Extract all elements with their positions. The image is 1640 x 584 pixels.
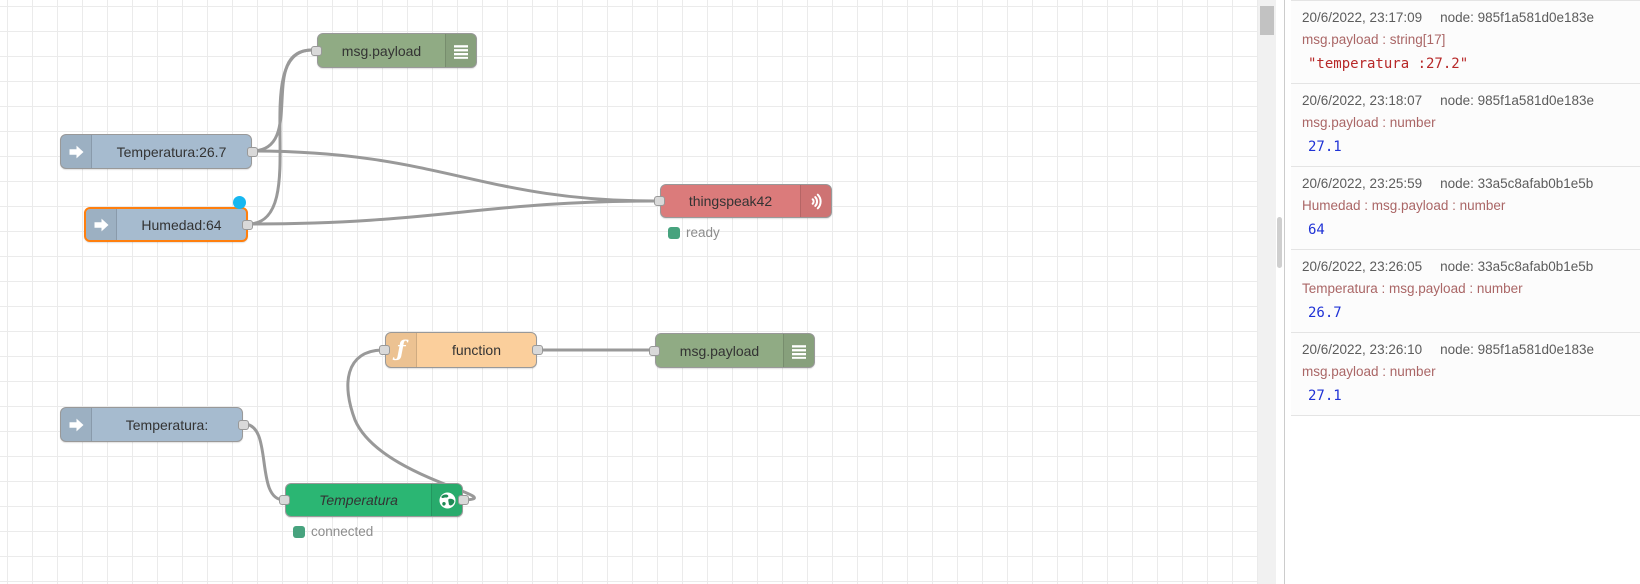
node-label: Temperatura:26.7: [116, 143, 227, 160]
canvas-vertical-scrollbar[interactable]: [1258, 0, 1276, 584]
node-label: function: [451, 342, 502, 358]
debug-list-icon: [783, 334, 814, 367]
debug-message[interactable]: 20/6/2022, 23:26:05 node: 33a5c8afab0b1e5…: [1291, 250, 1640, 333]
message-value[interactable]: 64: [1308, 222, 1325, 238]
inject-arrow-icon: [61, 135, 92, 168]
function-f-icon: ƒ: [386, 333, 417, 367]
message-value[interactable]: 26.7: [1308, 305, 1342, 321]
node-inject-temperatura[interactable]: Temperatura:26.7: [33, 134, 258, 169]
wire-inject-temp-to-thingspeak[interactable]: [250, 149, 657, 203]
message-property-path[interactable]: msg.payload : number: [1302, 364, 1436, 379]
input-port[interactable]: [279, 495, 290, 505]
message-node-id: node: 985f1a581d0e183e: [1440, 10, 1595, 25]
debug-message[interactable]: 20/6/2022, 23:25:59 node: 33a5c8afab0b1e5…: [1291, 167, 1640, 250]
debug-message[interactable]: 20/6/2022, 23:17:09 node: 985f1a581d0e183…: [1291, 1, 1640, 84]
input-port[interactable]: [311, 45, 322, 56]
wire-inject-hum-to-thingspeak[interactable]: [246, 199, 657, 226]
message-node-id: node: 985f1a581d0e183e: [1440, 342, 1595, 357]
output-port[interactable]: [238, 419, 249, 430]
input-port[interactable]: [649, 345, 660, 356]
node-label: Humedad:64: [141, 216, 222, 233]
message-value[interactable]: "temperatura :27.2": [1308, 56, 1469, 72]
message-property-path[interactable]: msg.payload : string[17]: [1302, 32, 1446, 47]
status-text: connected: [311, 524, 374, 539]
broadcast-icon: [800, 185, 831, 217]
message-property-path[interactable]: msg.payload : number: [1302, 115, 1436, 130]
message-node-id: node: 33a5c8afab0b1e5b: [1440, 259, 1594, 274]
message-timestamp: 20/6/2022, 23:25:59: [1302, 176, 1423, 191]
message-value[interactable]: 27.1: [1308, 139, 1342, 155]
debug-message[interactable]: 20/6/2022, 23:26:10 node: 985f1a581d0e183…: [1291, 333, 1640, 416]
node-debug-mid[interactable]: msg.payload: [649, 333, 842, 368]
sidebar-divider[interactable]: [1284, 0, 1285, 584]
node-label: msg.payload: [341, 42, 422, 59]
node-label: Temperatura: [319, 492, 398, 508]
node-function[interactable]: ƒ function: [379, 332, 543, 368]
changed-indicator-dot: [233, 196, 246, 209]
wire-layer: [242, 48, 657, 502]
output-port[interactable]: [247, 146, 258, 157]
node-inject-temperatura2[interactable]: Temperatura:: [33, 407, 249, 442]
message-node-id: node: 985f1a581d0e183e: [1440, 93, 1595, 108]
input-port[interactable]: [379, 345, 390, 355]
node-debug-top[interactable]: msg.payload: [311, 33, 504, 68]
message-node-id: node: 33a5c8afab0b1e5b: [1440, 176, 1594, 191]
node-status-connected: connected: [293, 524, 373, 539]
node-status-ready: ready: [668, 225, 720, 240]
flow-canvas[interactable]: msg.payload Temperatura:26.7: [0, 0, 1258, 584]
node-label: msg.payload: [679, 342, 760, 359]
message-timestamp: 20/6/2022, 23:26:10: [1302, 342, 1423, 357]
output-port[interactable]: [242, 219, 253, 230]
message-property-path[interactable]: Temperatura : msg.payload : number: [1302, 281, 1523, 296]
message-timestamp: 20/6/2022, 23:17:09: [1302, 10, 1423, 25]
debug-panel-scrollbar-thumb[interactable]: [1277, 217, 1282, 268]
node-thingspeak42[interactable]: thingspeak42: [654, 184, 832, 218]
inject-arrow-icon: [61, 408, 92, 441]
node-label: thingspeak42: [688, 193, 773, 209]
output-port[interactable]: [532, 345, 543, 355]
output-port[interactable]: [458, 495, 469, 505]
wire-inject-hum-to-debug[interactable]: [246, 48, 314, 226]
inject-arrow-icon: [86, 209, 117, 240]
debug-message-list: 20/6/2022, 23:17:09 node: 985f1a581d0e183…: [1291, 0, 1640, 416]
status-dot-icon: [293, 525, 305, 538]
debug-list-icon: [445, 34, 476, 67]
node-inject-humedad[interactable]: Humedad:64: [58, 196, 253, 242]
wire-inject-to-websocket[interactable]: [242, 422, 286, 502]
message-value[interactable]: 27.1: [1308, 388, 1342, 404]
input-port[interactable]: [654, 196, 665, 206]
globe-icon: [431, 484, 462, 516]
message-timestamp: 20/6/2022, 23:26:05: [1302, 259, 1423, 274]
debug-message[interactable]: 20/6/2022, 23:18:07 node: 985f1a581d0e183…: [1291, 84, 1640, 167]
debug-sidebar: 20/6/2022, 23:17:09 node: 985f1a581d0e183…: [1285, 0, 1640, 584]
wire-inject-temp-to-debug[interactable]: [250, 48, 314, 153]
node-websocket-temperatura[interactable]: Temperatura: [279, 483, 469, 517]
message-property-path[interactable]: Humedad : msg.payload : number: [1302, 198, 1506, 213]
wire-websocket-to-function[interactable]: [346, 348, 476, 502]
status-text: ready: [686, 225, 720, 240]
canvas-scrollbar-thumb[interactable]: [1260, 6, 1274, 35]
node-label: Temperatura:: [125, 416, 209, 433]
status-dot-icon: [668, 226, 680, 239]
message-timestamp: 20/6/2022, 23:18:07: [1302, 93, 1423, 108]
